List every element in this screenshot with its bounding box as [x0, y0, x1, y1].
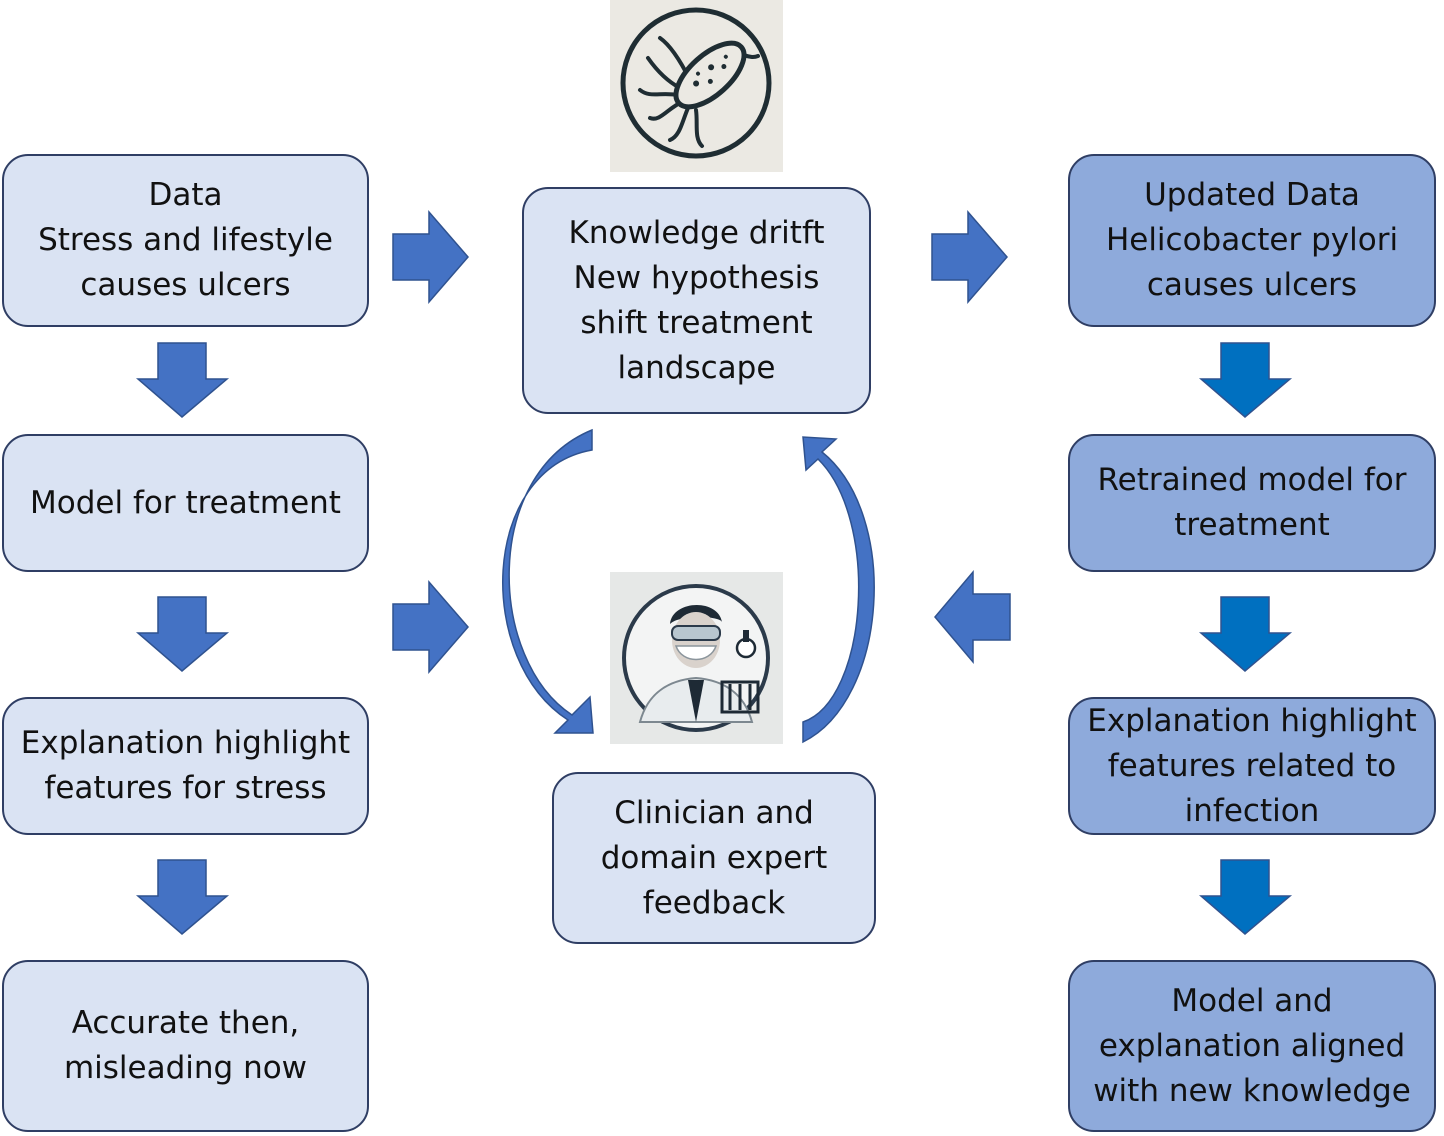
box-line: causes ulcers — [80, 267, 291, 303]
box-line: explanation aligned — [1098, 1027, 1406, 1064]
updated-data-box: Updated Data Helicobacter pylori causes … — [1068, 154, 1436, 327]
box-line: causes ulcers — [1146, 267, 1358, 303]
clinician-icon — [622, 584, 770, 732]
box-line: treatment — [1174, 507, 1330, 543]
explanation-infection-box: Explanation highlight features related t… — [1068, 697, 1436, 835]
explanation-stress-box: Explanation highlight features for stres… — [2, 697, 369, 835]
model-aligned-box: Model and explanation aligned with new k… — [1068, 960, 1436, 1132]
box-line: Explanation highlight — [20, 725, 351, 761]
down-arrow-icon — [1198, 859, 1293, 935]
box-line: landscape — [617, 349, 776, 386]
box-line: features for stress — [44, 770, 327, 806]
box-line: infection — [1184, 792, 1320, 829]
box-line: Explanation highlight — [1087, 702, 1417, 739]
box-line: feedback — [642, 884, 786, 921]
box-line: with new knowledge — [1093, 1072, 1411, 1109]
down-arrow-icon — [135, 859, 230, 935]
box-line: Updated Data — [1144, 177, 1360, 213]
bacterium-icon — [620, 7, 772, 159]
box-line: Helicobacter pylori — [1105, 222, 1399, 258]
box-line: Model for treatment — [30, 484, 341, 521]
bacterium-image — [610, 0, 783, 172]
left-arrow-icon — [934, 569, 1011, 665]
right-arrow-icon — [931, 209, 1008, 305]
box-line: Accurate then, — [71, 1005, 300, 1041]
data-stress-box: Data Stress and lifestyle causes ulcers — [2, 154, 369, 327]
clinician-image — [610, 572, 783, 744]
accurate-misleading-box: Accurate then, misleading now — [2, 960, 369, 1132]
down-arrow-icon — [1198, 342, 1293, 418]
box-line: New hypothesis — [573, 259, 820, 296]
box-line: misleading now — [63, 1050, 308, 1086]
box-line: Stress and lifestyle — [38, 222, 333, 258]
box-line: Clinician and — [614, 794, 814, 831]
down-arrow-icon — [1198, 596, 1293, 672]
box-line: features related to — [1107, 747, 1397, 784]
clinician-feedback-box: Clinician and domain expert feedback — [552, 772, 876, 944]
right-arrow-icon — [392, 209, 469, 305]
down-arrow-icon — [135, 596, 230, 672]
box-line: shift treatment — [580, 304, 813, 341]
box-line: Data — [148, 177, 223, 213]
box-line: Model and — [1171, 982, 1333, 1019]
box-line: domain expert — [600, 839, 828, 876]
retrained-model-box: Retrained model for treatment — [1068, 434, 1436, 572]
model-treatment-box: Model for treatment — [2, 434, 369, 572]
down-arrow-icon — [135, 342, 230, 418]
box-line: Retrained model for — [1097, 462, 1407, 498]
right-arrow-icon — [392, 579, 469, 675]
box-line: Knowledge dritft — [568, 214, 825, 251]
knowledge-drift-box: Knowledge dritft New hypothesis shift tr… — [522, 187, 871, 414]
